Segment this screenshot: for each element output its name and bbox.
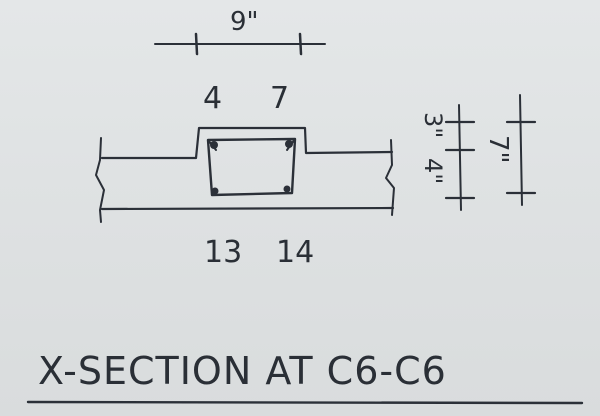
- title-underline: [26, 400, 584, 405]
- rebar-dot: [211, 187, 219, 195]
- section-title: X-SECTION AT C6-C6: [38, 349, 447, 393]
- dimension-3in: 3": [419, 112, 447, 138]
- rebar-dot: [283, 185, 291, 193]
- dimension-4in: 4": [419, 158, 447, 184]
- bar-label-4: 4: [203, 81, 222, 116]
- right-dimension-outer: 7": [483, 94, 537, 206]
- rebar-dot: [210, 141, 218, 149]
- rebar-dot: [285, 140, 293, 148]
- bar-label-13: 13: [204, 235, 242, 270]
- dimension-7in: 7": [483, 135, 513, 164]
- right-dimension-inner: 3" 4": [419, 104, 476, 211]
- bar-label-7: 7: [270, 81, 289, 116]
- stirrup: [206, 137, 297, 197]
- bar-label-14: 14: [276, 235, 314, 270]
- top-dimension: 9": [154, 7, 326, 56]
- top-dimension-label: 9": [230, 7, 259, 37]
- section-outline: [95, 126, 395, 223]
